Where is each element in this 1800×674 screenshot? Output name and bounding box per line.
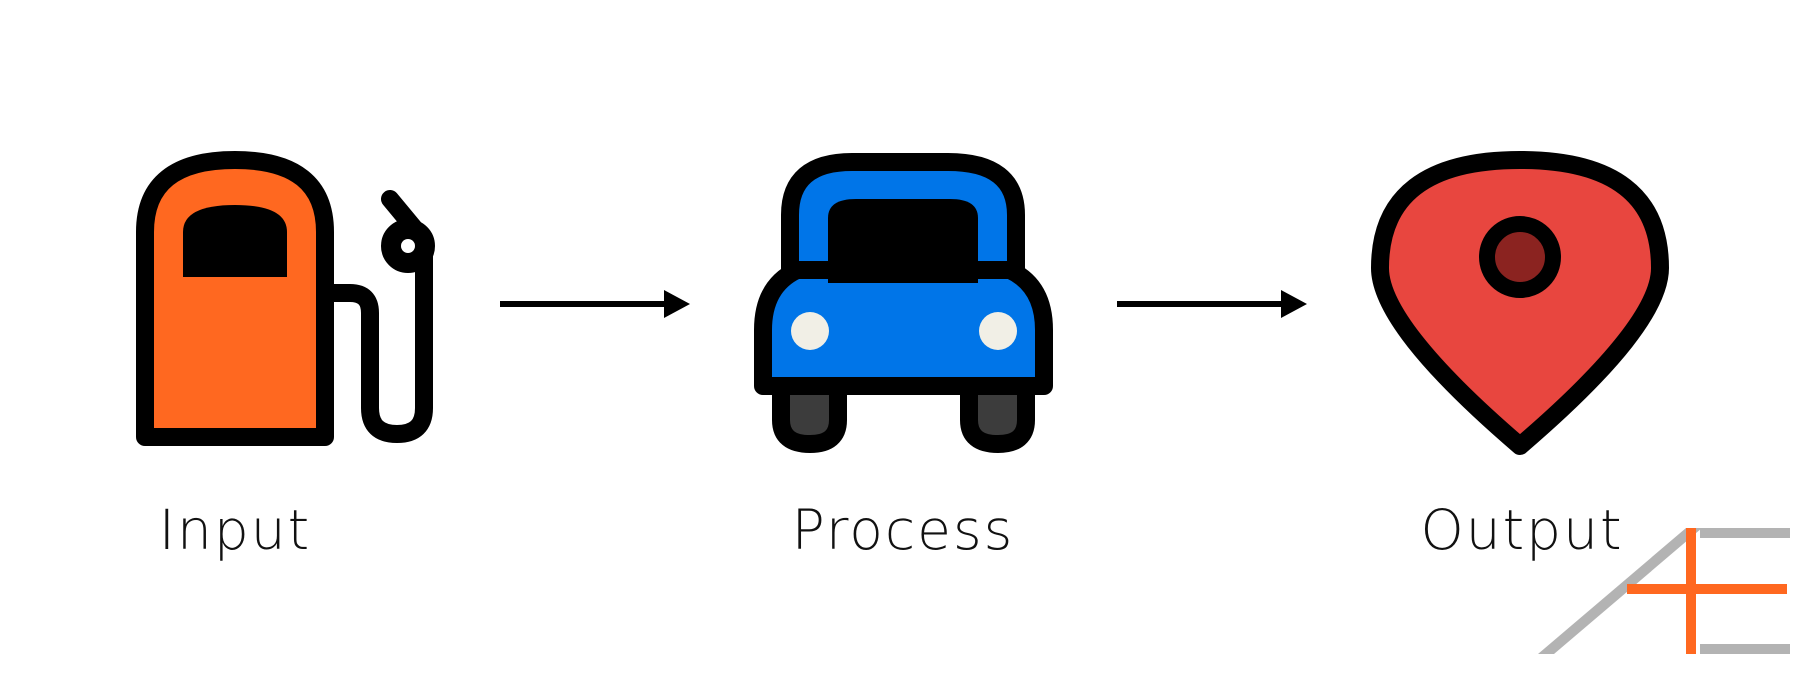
arrow-right-icon — [500, 290, 690, 318]
car-icon — [754, 153, 1053, 453]
ae-logo-icon — [1538, 528, 1790, 654]
arrow-right-icon — [1117, 290, 1307, 318]
map-pin-icon — [1371, 151, 1669, 455]
input-label: Input — [158, 498, 312, 562]
output-label: Output — [1420, 498, 1624, 562]
fuel-pump-icon — [136, 151, 435, 446]
process-label: Process — [791, 498, 1015, 562]
